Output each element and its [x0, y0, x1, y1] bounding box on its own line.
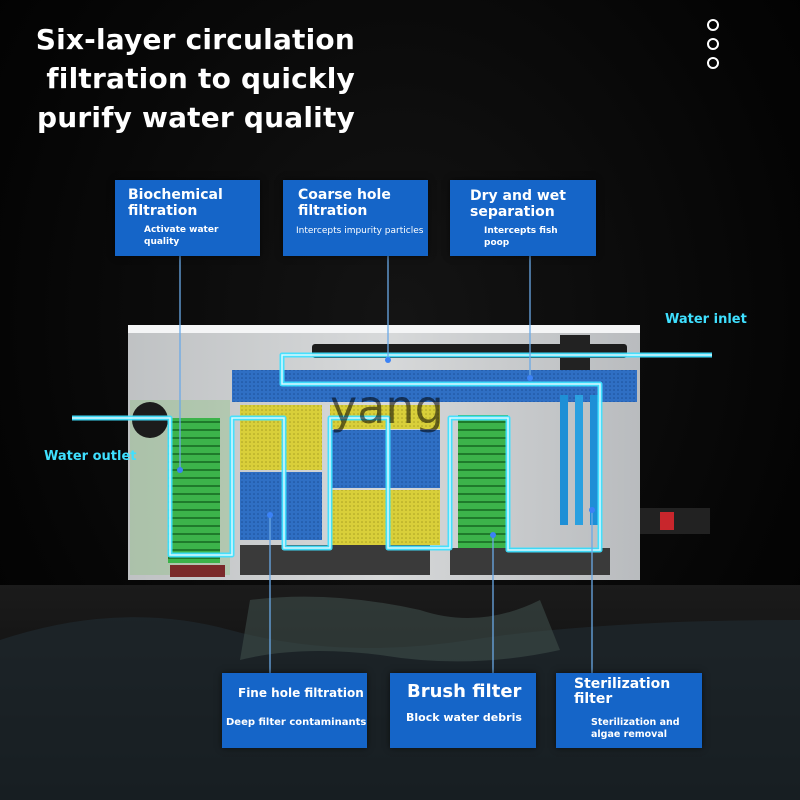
- more-dots-icon[interactable]: [707, 19, 719, 76]
- sponge-yellow-2: [330, 490, 440, 545]
- label-desc: Intercepts fish poop: [484, 226, 558, 248]
- label-desc: Block water debris: [406, 711, 522, 724]
- bio-media-left: [168, 418, 220, 563]
- label-biochemical: Biochemical filtration Activate water qu…: [115, 180, 260, 256]
- label-title: Sterilization filter: [574, 676, 671, 707]
- water-inlet-label: Water inlet: [665, 312, 747, 327]
- label-desc: Deep filter contaminants: [226, 717, 367, 728]
- leader-lines: [179, 256, 593, 673]
- label-brush: Brush filter Block water debris: [390, 673, 536, 748]
- headline-line-2: filtration to quickly: [46, 62, 355, 95]
- label-title: Dry and wet separation: [470, 188, 566, 220]
- label-sterilization: Sterilization filter Sterilization and a…: [556, 673, 702, 748]
- label-fine-hole: Fine hole filtration Deep filter contami…: [222, 673, 367, 748]
- watermark: yang: [330, 380, 444, 434]
- headline-line-3: purify water quality: [37, 101, 355, 134]
- sponge-blue-2: [330, 430, 440, 488]
- label-desc: Activate water quality: [144, 225, 219, 247]
- label-title: Coarse hole filtration: [298, 187, 391, 219]
- headline: Six-layer circulation filtration to quic…: [36, 20, 355, 137]
- label-title: Fine hole filtration: [238, 686, 364, 700]
- sponge-blue-1: [240, 472, 322, 540]
- label-desc: Intercepts impurity particles: [296, 226, 424, 236]
- bio-media-right: [458, 415, 508, 550]
- label-desc: Sterilization and algae removal: [591, 717, 680, 740]
- label-title: Brush filter: [407, 681, 522, 702]
- water-outlet-label: Water outlet: [44, 449, 137, 464]
- sponge-yellow-1: [240, 405, 322, 470]
- headline-line-1: Six-layer circulation: [35, 23, 355, 56]
- label-dry-wet: Dry and wet separation Intercepts fish p…: [450, 180, 596, 256]
- label-coarse-hole: Coarse hole filtration Intercepts impuri…: [283, 180, 428, 256]
- label-title: Biochemical filtration: [128, 187, 223, 219]
